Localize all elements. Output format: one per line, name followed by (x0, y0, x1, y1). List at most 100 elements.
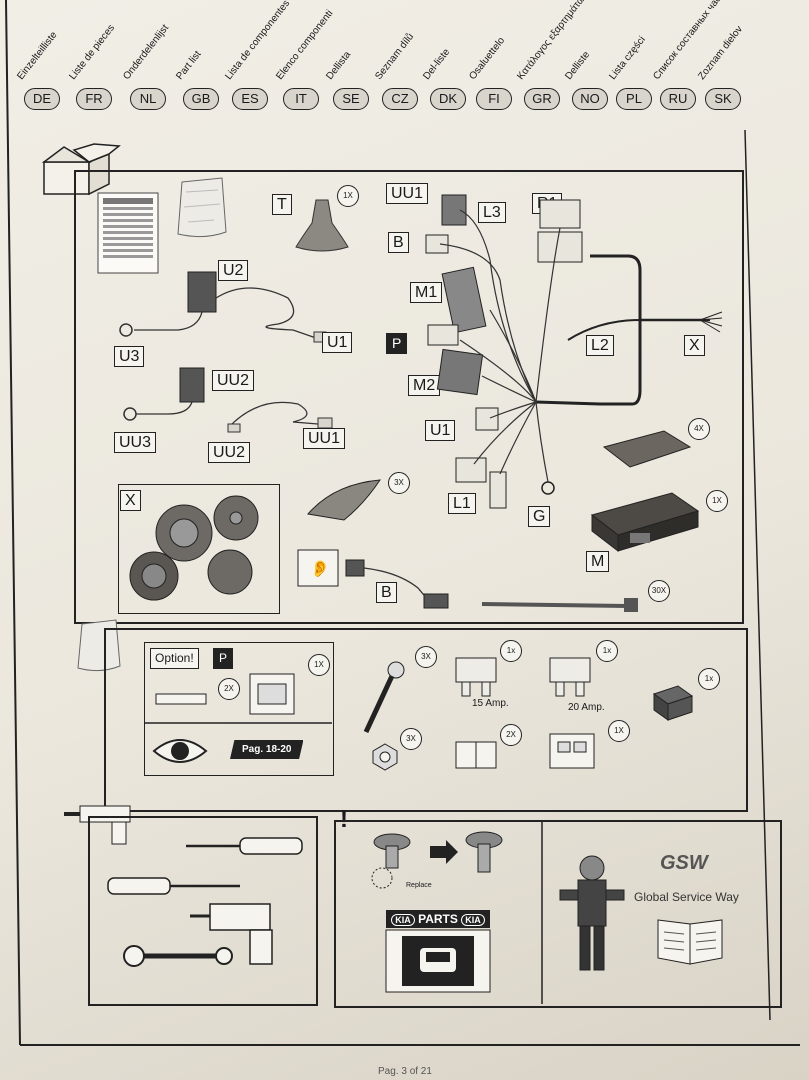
wiring-harness (425, 194, 723, 509)
plastic-bag-small-icon (77, 619, 121, 672)
kia-parts-label: PARTS (418, 912, 458, 926)
fuse-20-icon (549, 657, 591, 697)
cable-u-set (119, 271, 327, 343)
drill-icon (64, 805, 131, 845)
warning-mark: ! (340, 806, 348, 833)
kia-parts-banner: KIA PARTS KIA (386, 910, 490, 928)
qty-m: 1X (706, 490, 728, 512)
lang-gb: Part list GB (174, 2, 243, 122)
label-g: G (528, 506, 551, 527)
qty-pad: 4X (688, 418, 710, 440)
label-m: M (586, 551, 610, 572)
sensor-cable-icon: 👂 (297, 549, 449, 609)
lang-code: DE (24, 88, 60, 110)
qty-housing: 1X (308, 654, 330, 676)
page-ref-badge: Pag. 18-20 (230, 740, 304, 759)
lang-nl: Onderdelenlijst NL (121, 2, 190, 122)
label-l3: L3 (478, 202, 506, 223)
fuse15-caption: 15 Amp. (472, 698, 509, 709)
label-uu2: UU2 (212, 370, 255, 391)
svg-text:👂: 👂 (310, 559, 330, 578)
label-uu1b: UU1 (303, 428, 346, 449)
cable-tie-icon (481, 598, 638, 612)
option-p-label: P (213, 648, 234, 669)
qty-nut: 3X (400, 728, 422, 750)
lang-gr: Κατάλογος εξαρτημάτων GR (515, 0, 591, 122)
label-uu1: UU1 (386, 183, 429, 204)
lang-code: NL (130, 88, 166, 110)
lang-code: GR (524, 88, 560, 110)
eye-icon (152, 739, 208, 763)
label-b-sensor: B (376, 582, 397, 603)
label-l2: L2 (586, 335, 614, 356)
label-l1: L1 (448, 493, 476, 514)
lang-code: CZ (382, 88, 418, 110)
clip-holder-2-icon (455, 741, 497, 769)
page-footer: Pag. 3 of 21 (378, 1066, 432, 1077)
connector-icon (652, 685, 694, 721)
label-p: P (386, 333, 408, 354)
lang-code: RU (660, 88, 696, 110)
tools-icons (107, 837, 303, 967)
clip-holder-1-icon (549, 733, 595, 769)
replace-caption: Replace (406, 882, 432, 889)
label-uu3: UU3 (114, 432, 157, 453)
cable-uu-set (123, 367, 333, 433)
label-x-box: X (120, 490, 141, 511)
screw-icon (363, 661, 405, 734)
manual-book-icon (657, 919, 723, 965)
lang-dk: Del-liste DK (421, 2, 490, 122)
lang-cz: Seznam dílů CZ (373, 2, 442, 122)
qty-tie: 30X (648, 580, 670, 602)
gsw-tagline: Global Service Way (634, 890, 739, 904)
option-box (144, 642, 334, 776)
trailer-socket-icon (129, 495, 259, 601)
label-x: X (684, 335, 705, 356)
lang-fi: Osaluettelo FI (467, 2, 536, 122)
qty-fuse20: 1x (596, 640, 618, 662)
service-frame (334, 820, 782, 1008)
lang-de: Einzelteilliste DE (15, 2, 84, 122)
service-divider (541, 820, 543, 1004)
clip-replace-icon (371, 831, 503, 889)
lang-code: PL (616, 88, 652, 110)
lang-sk: Zoznam dielov SK (696, 2, 765, 122)
lang-code: IT (283, 88, 319, 110)
lang-pl: Lista części PL (607, 2, 676, 122)
option-parts-icons (155, 673, 295, 715)
label-uu2b: UU2 (208, 442, 251, 463)
lang-es: Lista de componentes ES (223, 0, 292, 122)
socket-box (118, 484, 280, 614)
gsw-logo: GSW (660, 852, 708, 874)
lang-code: SK (705, 88, 741, 110)
label-u2: U2 (218, 260, 249, 281)
language-header: Einzelteilliste DE Liste de pieces FR On… (0, 0, 809, 140)
grommet-t-icon (295, 199, 349, 252)
label-u1: U1 (322, 332, 353, 353)
lang-code: NO (572, 88, 608, 110)
label-t: T (272, 194, 292, 215)
nut-icon (372, 743, 398, 771)
kia-logo-right: KIA (461, 914, 485, 926)
qty-clip1: 1X (608, 720, 630, 742)
fuse20-caption: 20 Amp. (568, 702, 605, 713)
lang-se: Dellista SE (324, 2, 393, 122)
adhesive-pad-icon (602, 430, 692, 468)
parts-frame (74, 170, 744, 624)
lang-code: FI (476, 88, 512, 110)
kia-store-icon (385, 929, 491, 993)
qty-fuse15: 1x (500, 640, 522, 662)
option-divider (144, 722, 332, 724)
fuse-15-icon (455, 657, 497, 697)
qty-screw: 3X (415, 646, 437, 668)
mechanic-icon (559, 855, 625, 971)
lang-code: SE (333, 88, 369, 110)
label-b: B (388, 232, 409, 253)
qty-terminal: 2X (218, 678, 240, 700)
lang-fr: Liste de pieces FR (67, 2, 136, 122)
lang-code: DK (430, 88, 466, 110)
label-u1b: U1 (425, 420, 456, 441)
qty-connector: 1x (698, 668, 720, 690)
option-label: Option! (150, 648, 199, 669)
